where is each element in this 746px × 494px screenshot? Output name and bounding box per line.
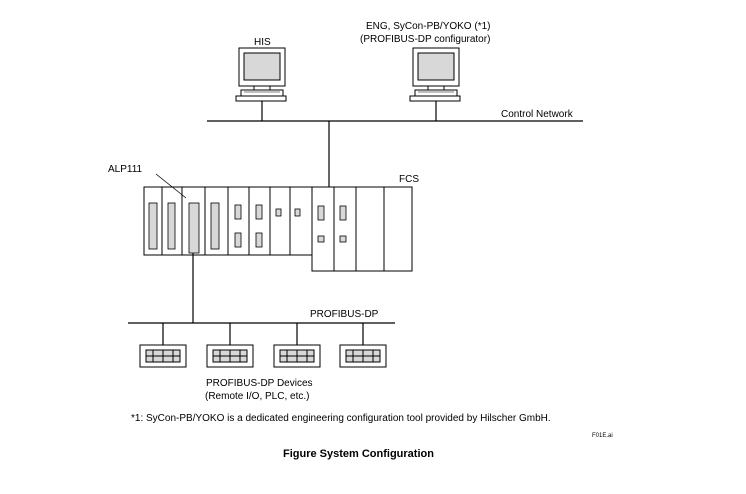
eng-workstation-icon [409,47,461,102]
footnote: *1: SyCon-PB/YOKO is a dedicated enginee… [131,413,551,424]
file-id: F01E.ai [592,433,613,439]
fcs-card-indicators [148,202,347,254]
figure-caption: Figure System Configuration [283,448,434,460]
alp111-leader-line [155,173,187,199]
his-label: HIS [254,37,271,48]
devices-label-line1: PROFIBUS-DP Devices [206,378,313,389]
profibus-dp-label: PROFIBUS-DP [310,309,379,320]
fcs-rack [143,186,413,272]
profibus-device-icon [273,344,321,368]
fcs-label: FCS [399,174,419,185]
control-network-label: Control Network [501,109,574,120]
profibus-device-icon [139,344,187,368]
profibus-device-icon [339,344,387,368]
profibus-dp-bus [128,253,395,345]
eng-label-line1: ENG, SyCon-PB/YOKO (*1) [366,21,490,32]
devices-label-line2: (Remote I/O, PLC, etc.) [205,391,309,402]
his-workstation-icon [235,47,287,102]
eng-label-line2: (PROFIBUS-DP configurator) [360,34,490,45]
alp111-label: ALP111 [108,164,143,175]
profibus-device-icon [206,344,254,368]
